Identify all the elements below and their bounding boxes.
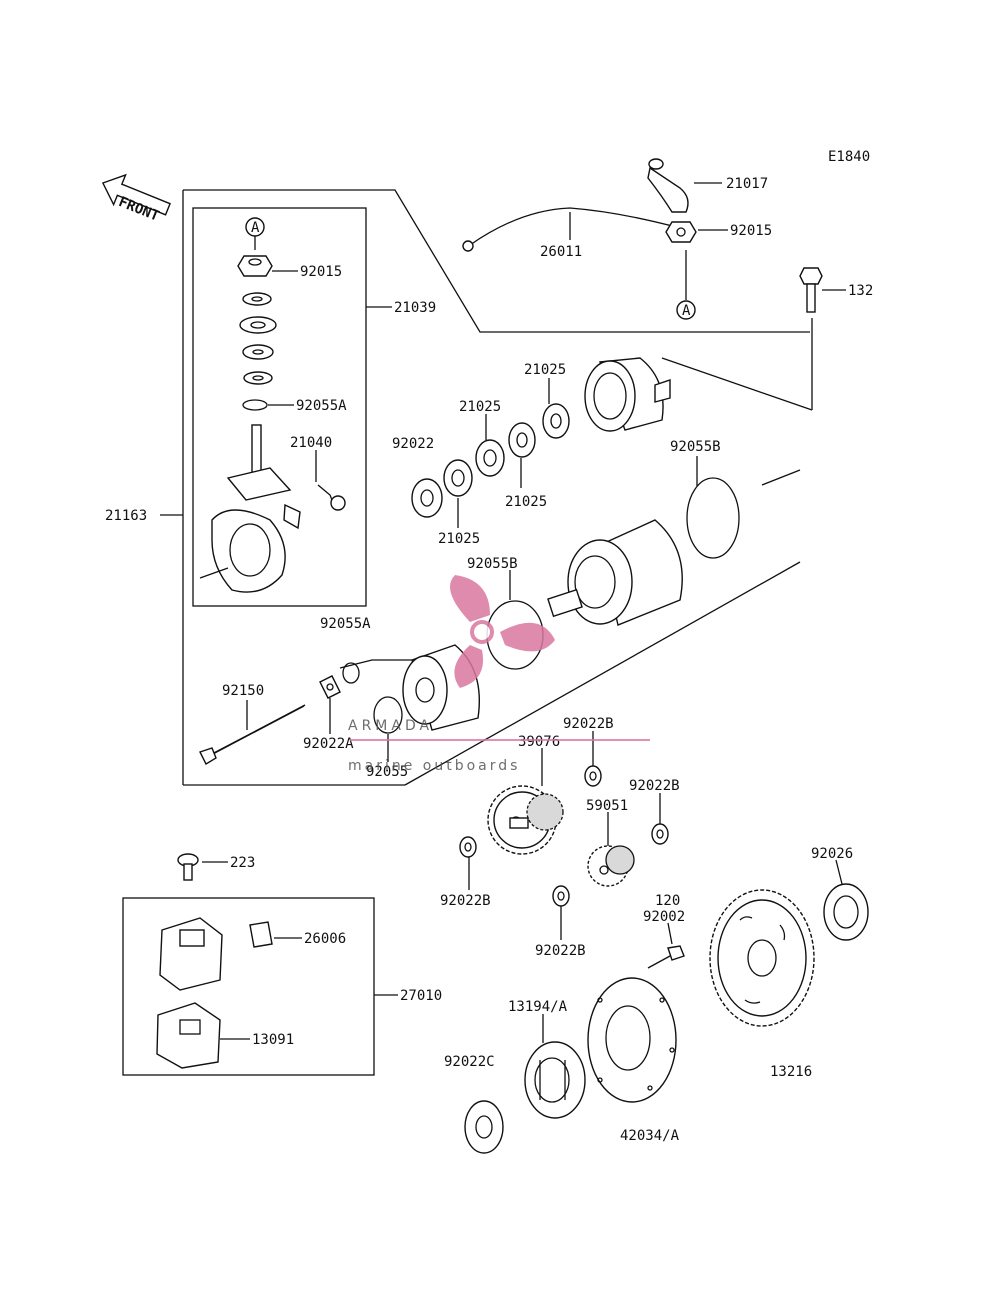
- armada-watermark: ARMADA marine outboards: [348, 575, 650, 774]
- bolt-92002: [647, 945, 685, 969]
- brush-holder-box: [192, 207, 367, 607]
- o-ring-92055: [373, 696, 403, 734]
- washers-21025: [411, 403, 570, 518]
- callout-92022b-1: 92022B: [563, 716, 614, 732]
- callout-92055b-2: 92055B: [467, 556, 518, 572]
- o-ring-92055b-large: [686, 477, 740, 559]
- callout-92026: 92026: [811, 846, 853, 862]
- callout-21017: 21017: [726, 176, 768, 192]
- callout-13194a: 13194/A: [508, 999, 568, 1015]
- callout-120: 120: [655, 893, 680, 909]
- callout-92022c: 92022C: [444, 1054, 495, 1070]
- callout-92022b-4: 92022B: [535, 943, 586, 959]
- through-bolt-92150: [199, 704, 306, 765]
- terminal-cap: [647, 158, 689, 213]
- o-ring-92055a: [242, 399, 268, 411]
- callout-92055a-2: 92055A: [320, 616, 371, 632]
- starter-assembly-outline: [182, 189, 813, 786]
- callout-26011: 26011: [540, 244, 582, 260]
- marker-a-top-label: A: [682, 303, 691, 319]
- washer-92022c: [464, 1100, 504, 1154]
- callout-92055a-1: 92055A: [296, 398, 347, 414]
- callout-labels: 21017 92015 26011 132 92015 21039 92055A…: [105, 176, 873, 1144]
- callout-39076: 39076: [518, 734, 560, 750]
- front-arrow-icon: FRONT: [101, 173, 171, 225]
- terminal-bolt-plate: [226, 424, 301, 530]
- callout-92002: 92002: [643, 909, 685, 925]
- marker-a-top: A: [676, 250, 696, 320]
- end-cover: [584, 357, 671, 432]
- diagram-code: E1840: [828, 149, 870, 165]
- fuse-26006: [249, 921, 273, 948]
- gear-39076: [487, 785, 564, 855]
- callout-92150: 92150: [222, 683, 264, 699]
- marker-a-left-label: A: [251, 220, 260, 236]
- screw-223: [177, 853, 199, 881]
- propeller-logo-icon: [450, 575, 555, 688]
- nut-92015-top: [665, 221, 697, 243]
- callout-21025-d: 21025: [438, 531, 480, 547]
- callout-92055b-1: 92055B: [670, 439, 721, 455]
- relay-box: [122, 897, 375, 1076]
- callout-13216: 13216: [770, 1064, 812, 1080]
- callout-92022b-2: 92022B: [629, 778, 680, 794]
- watermark-brand: ARMADA: [348, 718, 433, 734]
- callout-21163: 21163: [105, 508, 147, 524]
- callout-92022: 92022: [392, 436, 434, 452]
- washer-stack: [239, 292, 277, 385]
- o-ring-small: [342, 662, 360, 684]
- callout-132: 132: [848, 283, 873, 299]
- callout-92022b-3: 92022B: [440, 893, 491, 909]
- starter-yoke: [547, 519, 683, 626]
- callout-26006: 26006: [304, 931, 346, 947]
- callout-223: 223: [230, 855, 255, 871]
- relay-13091-upper: [159, 917, 223, 991]
- callout-21025-a: 21025: [524, 362, 566, 378]
- nut-92015-left: [237, 255, 273, 277]
- brush-spring-21040: [317, 484, 346, 511]
- callout-21040: 21040: [290, 435, 332, 451]
- gear-59051: [587, 845, 635, 887]
- brush-plate: [199, 509, 286, 593]
- washers-92022b: [459, 765, 669, 907]
- one-way-clutch-42034a: [587, 977, 677, 1103]
- callout-92015-top: 92015: [730, 223, 772, 239]
- starter-clutch-gear-13216: [709, 889, 815, 1027]
- callout-27010: 27010: [400, 988, 442, 1004]
- watermark-tagline: marine outboards: [348, 758, 520, 774]
- callout-92055: 92055: [366, 764, 408, 780]
- front-cover: [339, 644, 481, 731]
- marker-a-left: A: [245, 217, 265, 250]
- washer-92022a: [319, 675, 341, 699]
- leader-lines: [160, 182, 846, 1043]
- callout-21039: 21039: [394, 300, 436, 316]
- callout-21025-b: 21025: [459, 399, 501, 415]
- bolt-132: [799, 267, 823, 313]
- callout-42034a: 42034/A: [620, 1128, 680, 1144]
- clutch-hub-13194a: [524, 1041, 586, 1119]
- bearing-92026: [823, 883, 869, 941]
- callout-21025-c: 21025: [505, 494, 547, 510]
- relay-cover-13091: [156, 1002, 221, 1069]
- callout-13091: 13091: [252, 1032, 294, 1048]
- callout-92022a: 92022A: [303, 736, 354, 752]
- callout-92015-left: 92015: [300, 264, 342, 280]
- callout-59051: 59051: [586, 798, 628, 814]
